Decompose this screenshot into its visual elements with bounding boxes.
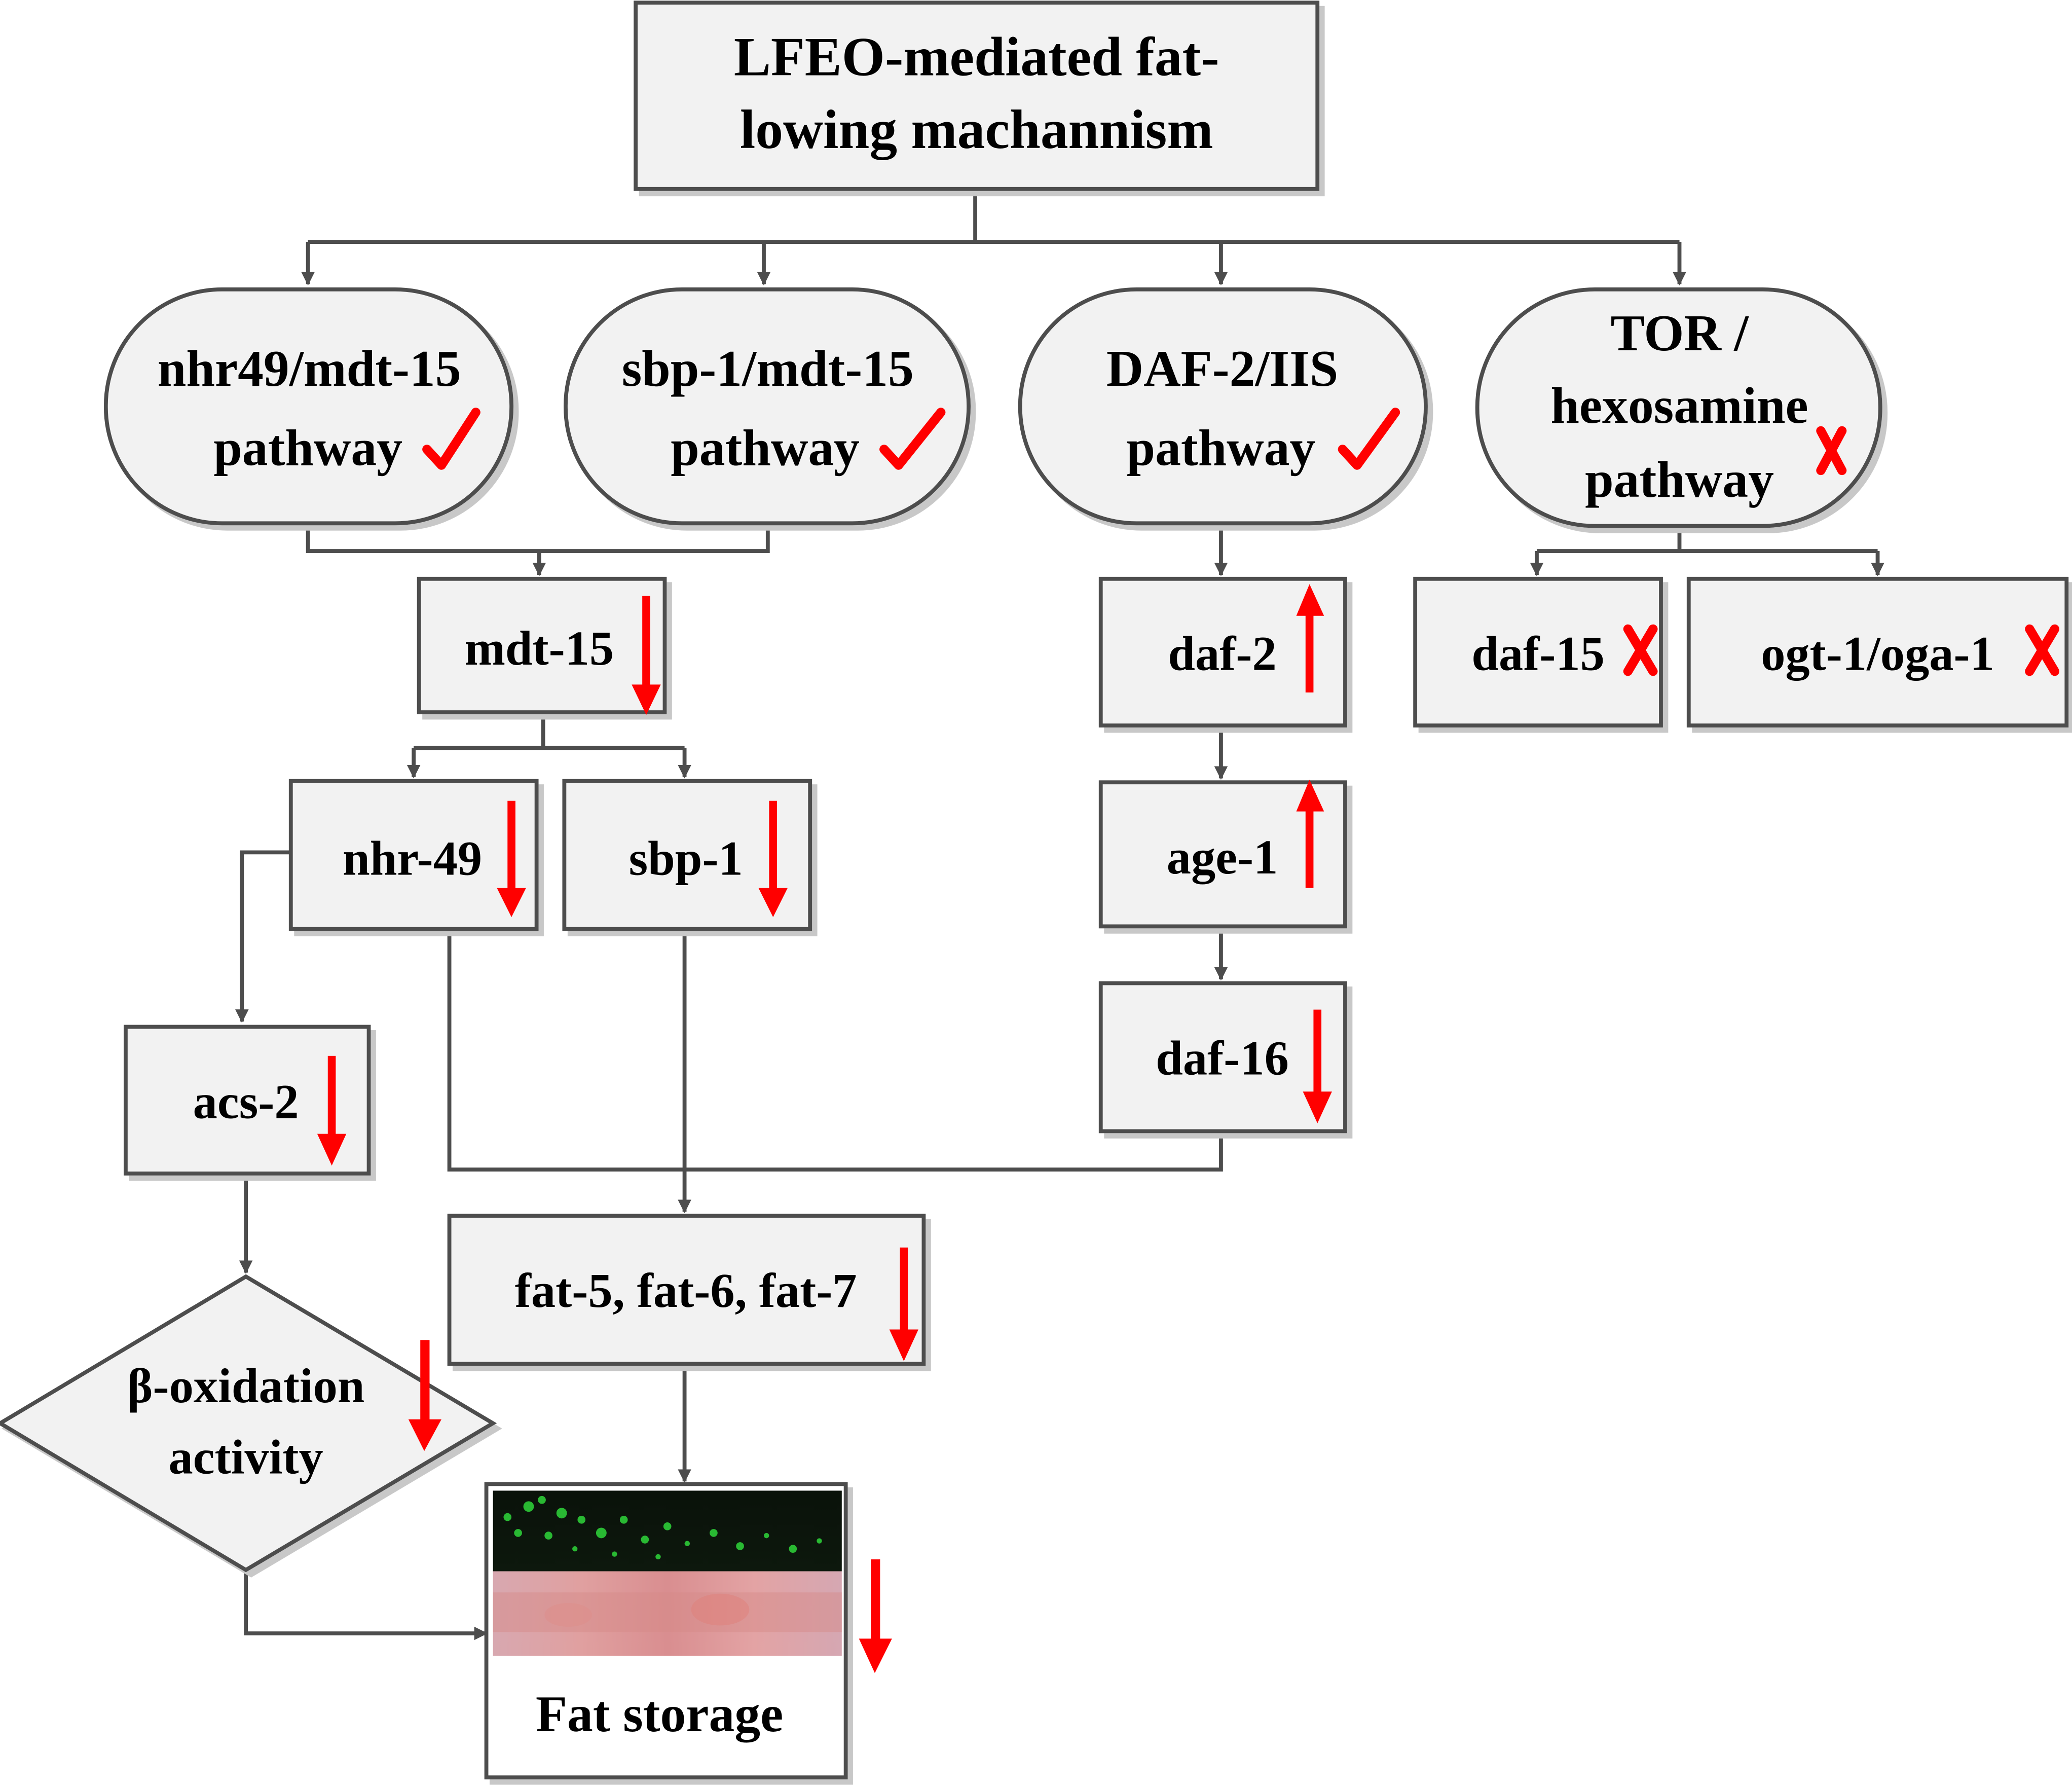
fat-genes-label: fat-5, fat-6, fat-7 xyxy=(515,1263,857,1318)
cross-icon xyxy=(2025,624,2059,676)
nhr49-pathway-label-line2: pathway xyxy=(213,419,402,477)
connectors xyxy=(235,191,1884,1640)
root-node: LFEO-mediated fat- lowing machannism xyxy=(634,1,1320,191)
cross-icon xyxy=(1623,624,1658,676)
tor-pathway-node: TOR / hexosamine pathway xyxy=(1475,287,1882,528)
daf2-pathway-node: DAF-2/IIS pathway xyxy=(1018,287,1428,526)
down-arrow-icon xyxy=(889,1247,918,1362)
acs2-node: acs-2 xyxy=(124,1025,371,1176)
down-arrow-icon xyxy=(758,800,788,918)
connector-nhr49-down xyxy=(447,930,1223,1172)
root-title-line2: lowing machannism xyxy=(740,98,1213,160)
down-arrow-icon xyxy=(859,1559,892,1673)
beta-oxidation-label-line1: β-oxidation xyxy=(127,1359,365,1413)
connector-nhr49-to-acs2 xyxy=(235,850,291,1023)
down-arrow-icon xyxy=(1303,1009,1332,1123)
ogt1-node: ogt-1/oga-1 xyxy=(1686,576,2069,728)
down-arrow-icon xyxy=(408,1340,441,1451)
fat-storage-node: Fat storage xyxy=(484,1482,892,1780)
tor-pathway-label-line3: pathway xyxy=(1585,451,1774,508)
nhr49-node: nhr-49 xyxy=(288,779,539,931)
sbp1-node: sbp-1 xyxy=(562,779,812,931)
daf2-label: daf-2 xyxy=(1168,627,1276,681)
check-icon xyxy=(879,408,946,470)
fat-storage-label: Fat storage xyxy=(536,1685,783,1742)
daf15-node: daf-15 xyxy=(1413,576,1663,728)
sbp1-label: sbp-1 xyxy=(629,831,743,886)
cross-icon xyxy=(1816,426,1847,476)
root-title-line1: LFEO-mediated fat- xyxy=(734,26,1219,88)
beta-oxidation-node: β-oxidation activity xyxy=(0,1274,497,1573)
age1-node: age-1 xyxy=(1098,780,1347,929)
connector-pathways-merge xyxy=(306,526,770,553)
daf15-label: daf-15 xyxy=(1471,627,1605,681)
sbp1-pathway-node: sbp-1/mdt-15 pathway xyxy=(564,287,971,526)
down-arrow-icon xyxy=(632,596,661,715)
down-arrow-icon xyxy=(497,800,526,918)
check-icon xyxy=(422,408,480,470)
sbp1-pathway-label-line2: pathway xyxy=(671,419,860,477)
connector-beta-to-storage xyxy=(244,1570,488,1640)
daf2-node: daf-2 xyxy=(1098,576,1347,728)
connector-tor-split xyxy=(1536,528,1878,553)
age1-label: age-1 xyxy=(1167,830,1278,884)
daf16-label: daf-16 xyxy=(1156,1031,1289,1085)
up-arrow-icon xyxy=(1296,780,1324,888)
nhr49-pathway-node: nhr49/mdt-15 pathway xyxy=(103,287,514,526)
sbp1-pathway-label-line1: sbp-1/mdt-15 xyxy=(622,340,914,397)
tor-pathway-label-line2: hexosamine xyxy=(1550,377,1808,434)
check-icon xyxy=(1338,408,1400,470)
nhr49-label: nhr-49 xyxy=(343,831,482,886)
daf2-pathway-label-line1: DAF-2/IIS xyxy=(1106,340,1339,397)
beta-oxidation-label-line2: activity xyxy=(168,1430,323,1484)
ogt1-label: ogt-1/oga-1 xyxy=(1761,627,1994,681)
connector-mdt15-split xyxy=(414,715,685,750)
daf2-pathway-label-line2: pathway xyxy=(1127,419,1316,477)
acs2-label: acs-2 xyxy=(193,1074,299,1128)
mdt15-label: mdt-15 xyxy=(465,621,614,675)
mdt15-node: mdt-15 xyxy=(417,576,667,715)
fat-genes-node: fat-5, fat-6, fat-7 xyxy=(447,1214,926,1366)
nhr49-pathway-label-line1: nhr49/mdt-15 xyxy=(158,340,461,397)
fat-staining-micrograph xyxy=(493,1490,842,1656)
daf16-node: daf-16 xyxy=(1098,981,1347,1134)
up-arrow-icon xyxy=(1296,584,1324,692)
down-arrow-icon xyxy=(317,1055,347,1166)
tor-pathway-label-line1: TOR / xyxy=(1610,304,1749,361)
